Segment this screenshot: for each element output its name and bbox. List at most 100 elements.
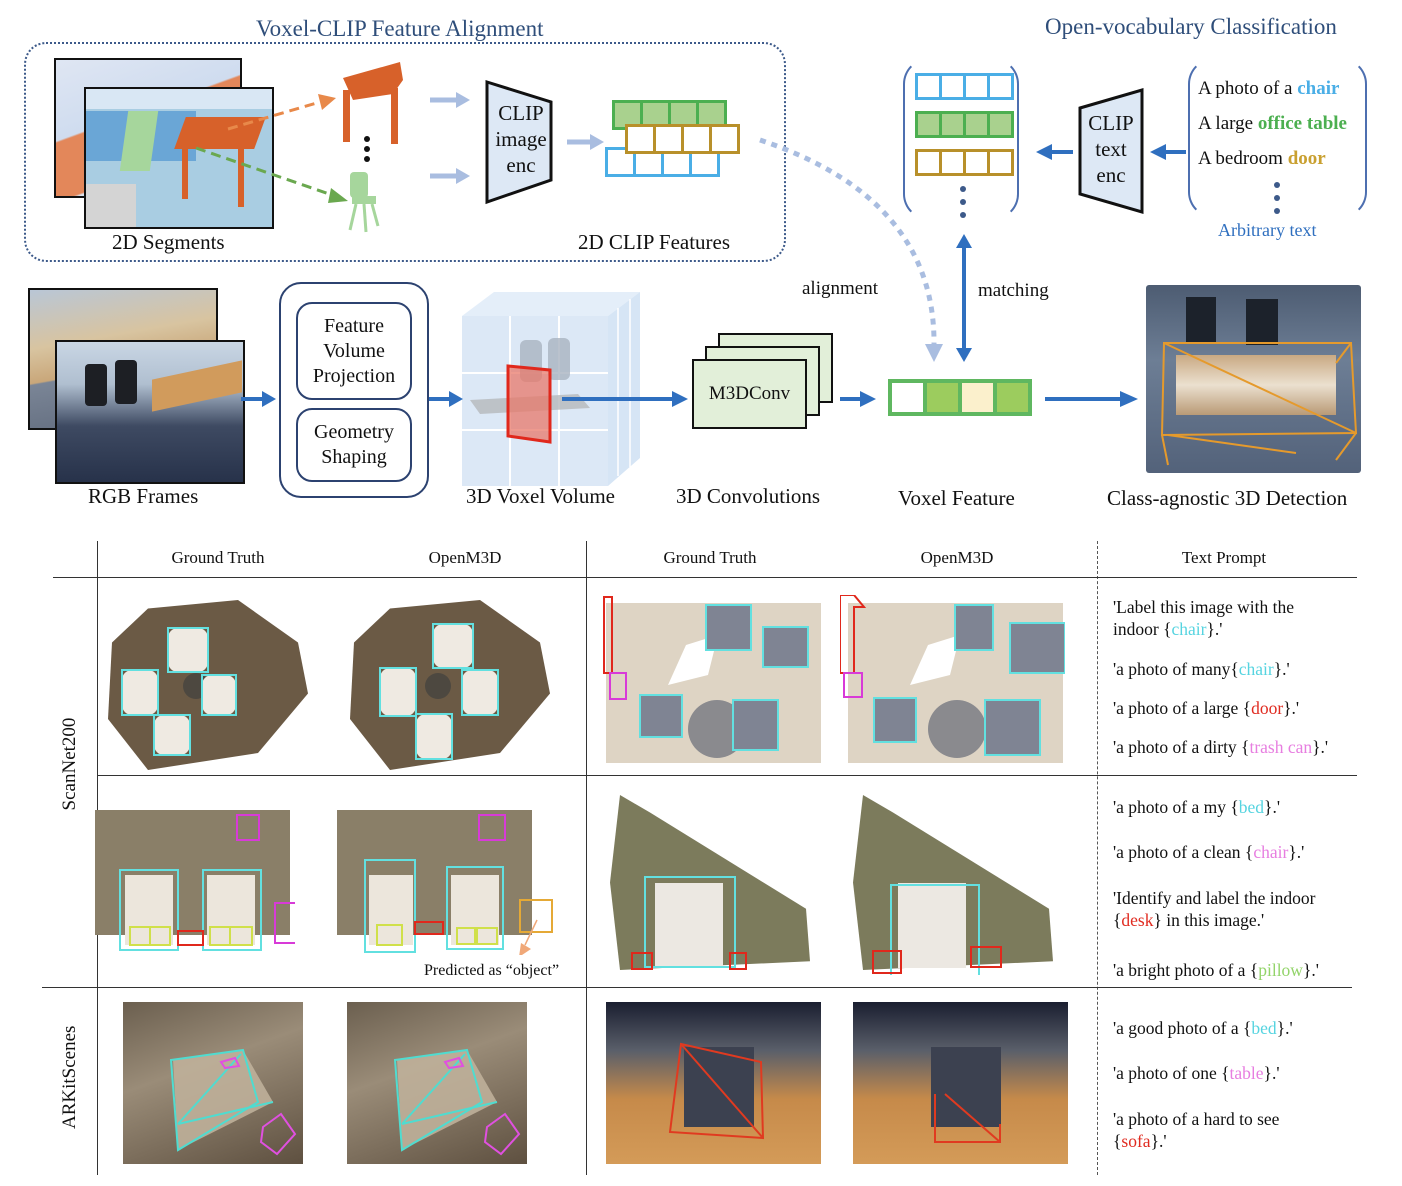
ellipsis-dot [1274, 208, 1280, 214]
text-prompt: 'a photo of a my {bed}.' [1113, 796, 1280, 818]
scene-scannet-1-gt [108, 588, 326, 773]
bbox-desk [631, 952, 653, 970]
clip-text-encoder-label: CLIP text enc [1080, 110, 1142, 188]
bbox-chair [167, 627, 209, 673]
scene-arkit-1-pred [347, 1002, 527, 1164]
alignment-label: alignment [802, 278, 878, 299]
bbox-chair [461, 669, 499, 716]
text-prompt-line: 'a photo of one {table}.' [1113, 1062, 1279, 1084]
text-prompt-line: 'a photo of many{chair}.' [1113, 658, 1290, 680]
bbox-object [519, 899, 553, 933]
bbox-desk [872, 950, 902, 974]
bbox-chair [274, 902, 295, 944]
text-prompt-line: 'a photo of a dirty {trash can}.' [1113, 736, 1328, 758]
box-line: Volume [323, 339, 385, 362]
ellipsis-dot [1274, 182, 1280, 188]
bbox-bed [446, 866, 504, 950]
bbox-table [259, 1112, 297, 1156]
bbox-desk [177, 930, 204, 946]
matching-label: matching [978, 280, 1049, 301]
text-prompt-line: 'a good photo of a {bed}.' [1113, 1017, 1293, 1039]
prompt-class-keyword: sofa [1121, 1131, 1151, 1151]
prompt-text: }.' [1276, 1018, 1293, 1038]
bbox-chair [873, 697, 917, 743]
prompt-prefix: A photo of a [1198, 78, 1298, 99]
class-prompt-door: A bedroom door [1198, 148, 1326, 170]
prompt-text: 'a good photo of a { [1113, 1018, 1252, 1038]
prompt-class-keyword: desk [1121, 910, 1154, 930]
arrow-head-orange [318, 94, 336, 110]
prompt-text: 'a photo of a hard to see [1113, 1109, 1280, 1129]
segment-image-front [84, 87, 274, 229]
ellipsis-dot [364, 146, 370, 152]
m3dconv-label: M3DConv [708, 383, 791, 404]
prompt-class-keyword: bed [1238, 797, 1265, 817]
bbox-chair [201, 674, 237, 716]
text-prompt-line: 'a photo of a clean {chair}.' [1113, 841, 1304, 863]
prompt-class-keyword: chair [1253, 842, 1289, 862]
prompt-prefix: A large [1198, 113, 1258, 134]
header-ground-truth-1: Ground Truth [171, 548, 265, 567]
prompt-text: 'a photo of many{ [1113, 659, 1239, 679]
enc-line: enc [506, 153, 536, 177]
table-hline [53, 577, 1357, 578]
table-hline [42, 987, 1352, 988]
arrow-head-green [328, 188, 348, 203]
prompt-class-keyword: door [1251, 698, 1284, 718]
prompt-text: 'a photo of a large { [1113, 698, 1252, 718]
annotation-arrowhead [519, 943, 531, 955]
scene-scannet-3-pred [337, 795, 567, 955]
box-line: Feature [324, 314, 384, 337]
bbox-pillow [149, 926, 171, 946]
text-prompt-bracket [1188, 58, 1367, 218]
text-feature-blue [915, 73, 1014, 100]
rgb-frame-front [55, 340, 245, 484]
text-prompt-line: 'a photo of a my {bed}.' [1113, 796, 1280, 818]
header-text-prompt: Text Prompt [1181, 548, 1267, 567]
prompt-text: }.' [1273, 659, 1290, 679]
text-prompt: 'a photo of one {table}.' [1113, 1062, 1279, 1084]
projection-module [279, 282, 429, 498]
clip-text-encoder-shape [1078, 88, 1144, 214]
prompt-text: 'a photo of a clean { [1113, 842, 1254, 862]
scene-arkit-2-gt [606, 1002, 821, 1164]
segments-label: 2D Segments [112, 230, 225, 254]
clip-image-encoder-label: CLIP image enc [488, 100, 554, 178]
row-label-scannet200: ScanNet200 [59, 717, 80, 811]
voxel-feature-label: Voxel Feature [898, 486, 1015, 510]
prompt-text: 'a photo of a my { [1113, 797, 1239, 817]
enc-line: text [1095, 137, 1127, 161]
pipeline-arrows [241, 137, 1186, 407]
prompt-prefix: A bedroom [1198, 148, 1288, 169]
classification-section-title: Open-vocabulary Classification [1045, 14, 1337, 39]
text-prompt: 'a good photo of a {bed}.' [1113, 1017, 1293, 1039]
prompt-text: } in this image.' [1153, 910, 1265, 930]
text-prompt: 'a photo of many{chair}.' [1113, 658, 1290, 680]
prompt-text: }.' [1288, 842, 1305, 862]
ellipsis-dot [960, 212, 966, 218]
clip-image-encoder-shape [485, 79, 553, 205]
scene-scannet-3-gt [95, 795, 295, 955]
prompt-text: { [1113, 1131, 1122, 1151]
text-feature-bracket [903, 58, 1019, 220]
class-agnostic-detection-image [1146, 285, 1361, 473]
text-prompt: 'a photo of a hard to see{sofa}.' [1113, 1108, 1279, 1152]
chair-segment-icon [348, 172, 380, 233]
text-prompt: 'Identify and label the indoor{desk} in … [1113, 887, 1315, 931]
text-prompt-line: 'a photo of a hard to see [1113, 1108, 1279, 1130]
bbox-door [840, 595, 867, 674]
prompt-keyword: door [1287, 148, 1326, 169]
alignment-section-frame [24, 42, 786, 262]
prompt-text: { [1113, 910, 1122, 930]
bbox-desk [729, 952, 747, 970]
predicted-as-object-annotation: Predicted as “object” [424, 962, 560, 979]
voxel-volume-cube [462, 292, 640, 486]
table-hline [97, 775, 1357, 776]
scene-scannet-2-pred [840, 595, 1065, 765]
geometry-shaping-box: Geometry Shaping [296, 408, 412, 482]
enc-line: image [495, 127, 547, 151]
prompt-text: 'a photo of a dirty { [1113, 737, 1250, 757]
prompt-text: }.' [1206, 619, 1223, 639]
bbox-pillow [476, 927, 498, 945]
bbox-bed [393, 1048, 484, 1152]
